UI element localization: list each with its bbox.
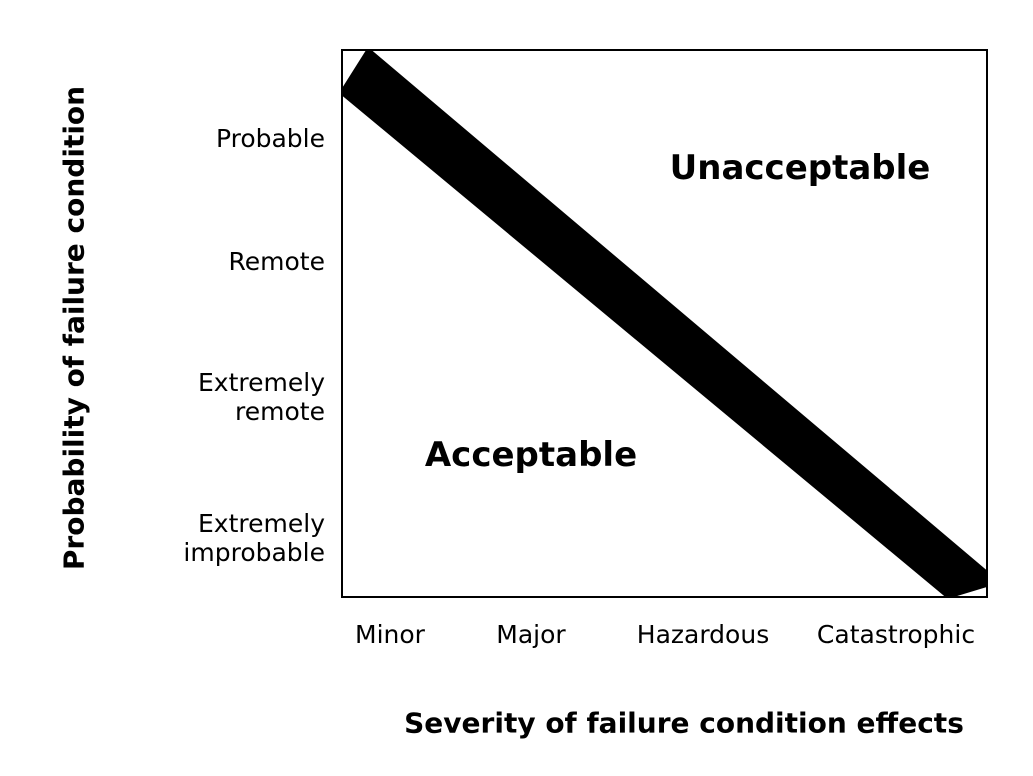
y-tick-extremely-improbable: Extremely improbable (183, 509, 325, 567)
x-tick-major: Major (496, 620, 566, 649)
y-tick-remote: Remote (228, 247, 325, 276)
x-tick-catastrophic: Catastrophic (816, 620, 976, 649)
boundary-band-svg (343, 51, 986, 596)
region-label-acceptable: Acceptable (424, 435, 638, 475)
y-tick-probable: Probable (215, 124, 325, 153)
x-axis-title: Severity of failure condition effects (404, 706, 964, 740)
x-tick-minor: Minor (355, 620, 425, 649)
y-axis-title: Probability of failure condition (57, 85, 91, 571)
y-tick-extremely-remote: Extremely remote (198, 368, 325, 426)
risk-matrix-frame (341, 49, 988, 598)
x-tick-hazardous: Hazardous (636, 620, 770, 649)
acceptability-boundary-band (343, 51, 986, 596)
region-label-unacceptable: Unacceptable (669, 148, 931, 188)
